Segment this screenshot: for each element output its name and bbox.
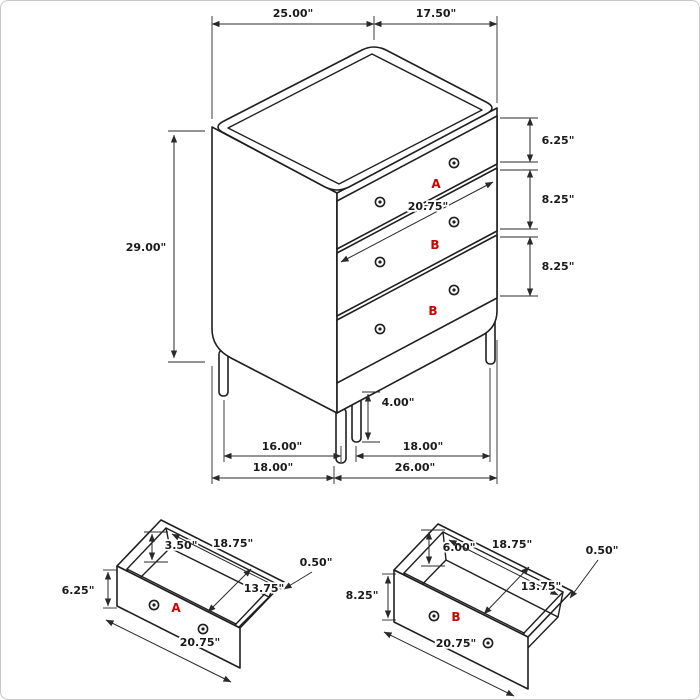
dim-height: 29.00" <box>124 130 205 363</box>
drawer-b-middle-label: B <box>430 238 439 252</box>
drawer-a-detail: 3.50" 18.75" 0.50" 13.75" 6.25" 20.75" A <box>60 519 334 683</box>
knob-center <box>152 603 156 607</box>
dim-leg-spacing-depth: 16.00" <box>262 440 303 453</box>
knob-center <box>432 614 436 618</box>
dim-b-wall-height: 6.00" <box>443 541 476 554</box>
chest-top-inset-line <box>227 53 483 185</box>
knob-center <box>201 627 205 631</box>
dim-b-front-height: 8.25" <box>346 589 379 602</box>
dim-line <box>340 181 494 263</box>
chest-side-panel <box>211 126 338 414</box>
dim-top-depth: 17.50" <box>416 7 457 20</box>
knob-center <box>378 260 382 264</box>
dim-line <box>207 568 252 613</box>
dim-top: 25.00" 17.50" <box>211 5 498 119</box>
knob-center <box>486 641 490 645</box>
chest-top-surface <box>217 46 493 191</box>
drawer-a-dimensions: 3.50" 18.75" 0.50" 13.75" 6.25" 20.75" <box>60 531 334 683</box>
dim-overall-width: 26.00" <box>395 461 436 474</box>
dim-leg-spacing-width: 18.00" <box>403 440 444 453</box>
dim-drawer3-height: 8.25" <box>542 260 575 273</box>
knob-center <box>378 327 382 331</box>
dim-a-inner-depth: 13.75" <box>244 582 285 595</box>
drawer-a-corner-edge <box>165 527 171 549</box>
knob-center <box>452 288 456 292</box>
dim-line <box>569 559 599 599</box>
dim-line <box>383 631 515 697</box>
dim-b-inner-depth: 13.75" <box>521 580 562 593</box>
dim-bottom-row1: 16.00" 18.00" <box>223 368 491 462</box>
drawer-b-corner-edge <box>442 531 447 561</box>
dim-b-front-width: 20.75" <box>436 637 477 650</box>
drawer-b-bottom-label: B <box>428 304 437 318</box>
dim-drawer-width: 20.75" <box>340 181 494 263</box>
dim-bottom-row2: 18.00" 26.00" <box>211 340 498 484</box>
dim-line <box>283 571 313 590</box>
knob-center <box>452 161 456 165</box>
drawer-a-detail-label: A <box>171 601 181 615</box>
dim-top-width: 25.00" <box>273 7 314 20</box>
drawer-b-detail-label: B <box>451 610 460 624</box>
dim-overall-depth: 18.00" <box>253 461 294 474</box>
dim-leg-height-text: 4.00" <box>382 396 415 409</box>
chest-drawer-bottom <box>336 234 498 384</box>
dim-drawer1-height: 6.25" <box>542 134 575 147</box>
knob-center <box>452 220 456 224</box>
drawer-b-corner-edge <box>557 591 564 618</box>
chest-isometric-view: 25.00" 17.50" 29.00" 6.25" 8.25" 8.25" <box>124 5 576 484</box>
dim-a-wall-height: 3.50" <box>165 539 198 552</box>
dim-line <box>105 619 232 683</box>
dim-drawer2-height: 8.25" <box>542 193 575 206</box>
dim-leg-height: 4.00" <box>362 391 416 443</box>
dim-total-height: 29.00" <box>126 241 167 254</box>
dim-b-wall-thickness: 0.50" <box>586 544 619 557</box>
dim-a-front-height: 6.25" <box>62 584 95 597</box>
dim-line <box>171 533 282 590</box>
drawer-b-dimensions: 6.00" 18.75" 0.50" 13.75" 8.25" 20.75" <box>344 529 620 697</box>
dim-drawer-heights: 6.25" 8.25" 8.25" <box>500 117 576 297</box>
knob-center <box>378 200 382 204</box>
drawer-a-label: A <box>431 177 441 191</box>
chest-leg-left <box>218 349 229 397</box>
dim-a-front-width: 20.75" <box>180 636 221 649</box>
dim-b-inner-width: 18.75" <box>492 538 533 551</box>
dim-line <box>483 566 530 615</box>
dim-drawer-width-text: 20.75" <box>408 200 449 213</box>
dim-a-wall-thickness: 0.50" <box>300 556 333 569</box>
dim-a-inner-width: 18.75" <box>213 537 254 550</box>
drawer-b-detail: 6.00" 18.75" 0.50" 13.75" 8.25" 20.75" B <box>344 523 620 697</box>
